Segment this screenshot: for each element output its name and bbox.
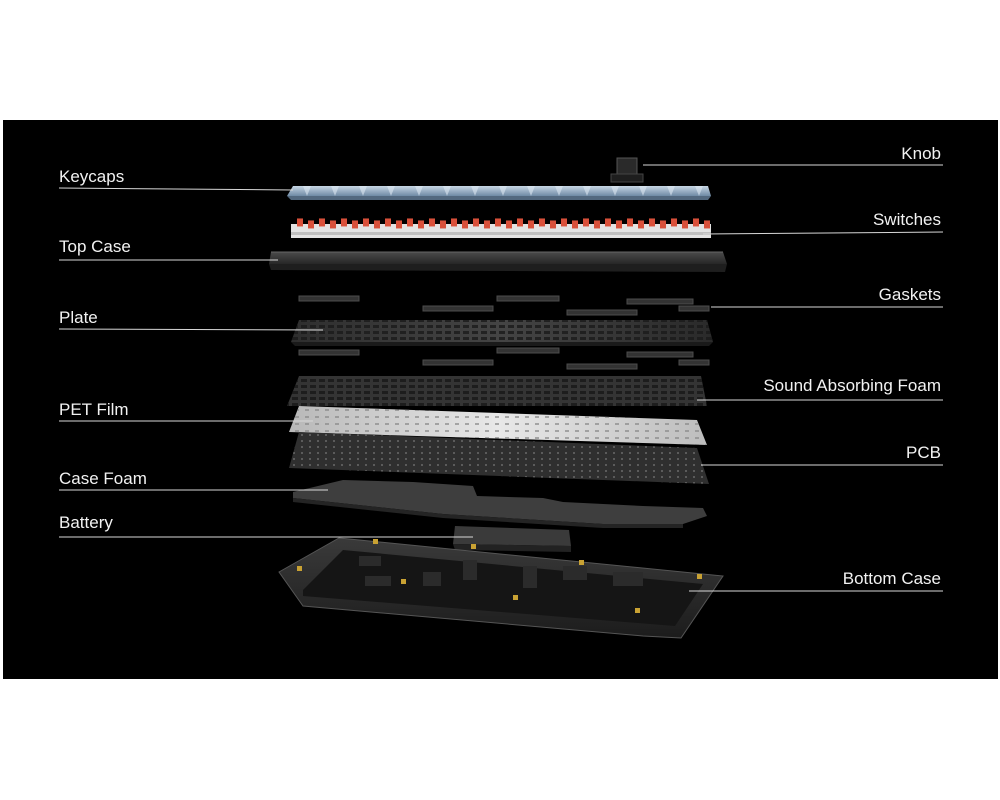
switch-stem — [561, 218, 567, 227]
switch-stem — [440, 220, 446, 229]
label-top-case: Top Case — [59, 237, 131, 256]
switch-stem — [693, 218, 699, 227]
keycap-ridge — [695, 186, 703, 196]
switch-stem — [616, 220, 622, 229]
keycap-ridge — [555, 186, 563, 196]
switch-stem — [638, 220, 644, 229]
pcb-part — [289, 432, 709, 484]
keycap-ridge — [443, 186, 451, 196]
gaskets-upper-part — [298, 295, 710, 316]
switch-stem — [539, 218, 545, 227]
switch-stem — [704, 220, 710, 229]
label-bottom-case: Bottom Case — [842, 569, 941, 588]
keycap-ridge — [415, 186, 423, 196]
label-pcb: PCB — [906, 443, 941, 462]
keycap-ridge — [583, 186, 591, 196]
switch-stem — [572, 220, 578, 229]
switch-stem — [495, 218, 501, 227]
keycaps-part — [287, 186, 711, 200]
switch-stem — [517, 218, 523, 227]
label-case-foam: Case Foam — [59, 469, 147, 488]
switch-stem — [341, 218, 347, 227]
leader-switches — [702, 231, 944, 235]
knob-part — [610, 157, 644, 183]
switch-stem — [605, 218, 611, 227]
top-case-part — [269, 251, 727, 272]
switches-part — [291, 218, 711, 238]
switch-stem — [682, 220, 688, 229]
keycap-ridge — [359, 186, 367, 196]
keycap-ridge — [303, 186, 311, 196]
keycap-ridge — [499, 186, 507, 196]
switch-stem — [418, 220, 424, 229]
label-pet-film: PET Film — [59, 400, 129, 419]
switch-stem — [407, 218, 413, 227]
bottom-case-part — [278, 537, 724, 639]
label-knob: Knob — [901, 144, 941, 163]
switch-stem — [671, 218, 677, 227]
keyboard-layers-illustration — [58, 157, 944, 639]
plate-part — [291, 320, 713, 346]
switch-stem — [352, 220, 358, 229]
leader-plate — [58, 328, 324, 331]
switch-stem — [451, 218, 457, 227]
keycap-ridge — [527, 186, 535, 196]
label-battery: Battery — [59, 513, 113, 532]
case-foam-part — [293, 480, 707, 528]
switch-stem — [660, 220, 666, 229]
switch-stem — [506, 220, 512, 229]
label-plate: Plate — [59, 308, 98, 327]
leader-lines — [58, 164, 944, 592]
switch-stem — [594, 220, 600, 229]
label-keycaps: Keycaps — [59, 167, 125, 186]
switch-stem — [583, 218, 589, 227]
keycap-ridge — [611, 186, 619, 196]
label-switches: Switches — [872, 210, 941, 229]
label-gaskets: Gaskets — [878, 285, 941, 304]
switch-stem — [396, 220, 402, 229]
keycap-ridge — [331, 186, 339, 196]
keycap-ridge — [639, 186, 647, 196]
switch-stem — [330, 220, 336, 229]
keycap-ridge — [387, 186, 395, 196]
switch-stem — [528, 220, 534, 229]
switch-stem — [550, 220, 556, 229]
exploded-keyboard-diagram: Keycaps Top Case Plate PET Film Case Foa… — [3, 120, 998, 679]
switch-stem — [319, 218, 325, 227]
gaskets-lower-part — [298, 347, 710, 370]
switch-stem — [473, 218, 479, 227]
label-sound-absorbing-foam: Sound Absorbing Foam — [763, 376, 941, 395]
switch-stem — [462, 220, 468, 229]
switch-stem — [297, 218, 303, 227]
switch-stem — [385, 218, 391, 227]
leader-keycaps — [58, 187, 294, 191]
switch-stem — [649, 218, 655, 227]
switch-stem — [374, 220, 380, 229]
pet-film-part — [289, 406, 707, 445]
switch-stem — [429, 218, 435, 227]
keycap-ridge — [667, 186, 675, 196]
switch-stem — [627, 218, 633, 227]
switch-stem — [484, 220, 490, 229]
sound-absorbing-foam-part — [287, 376, 707, 406]
keycap-ridge — [471, 186, 479, 196]
switch-stem — [308, 220, 314, 229]
switch-stem — [363, 218, 369, 227]
battery-part — [453, 526, 571, 552]
